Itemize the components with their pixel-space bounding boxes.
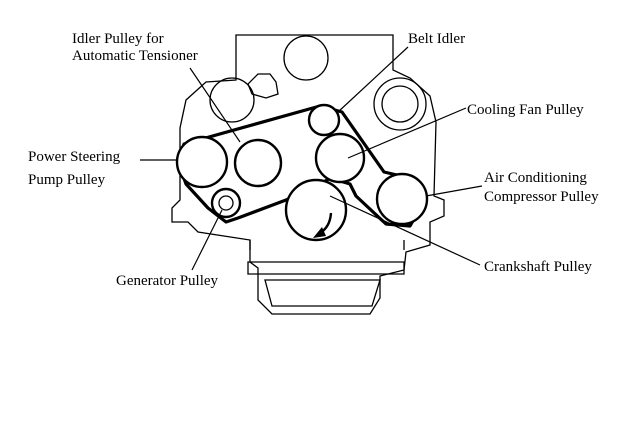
- air-conditioning-compressor-pulley: [375, 172, 429, 226]
- engine-outline: [171, 34, 445, 315]
- leader-lines: [140, 46, 483, 271]
- generator-pulley-hub: [218, 195, 234, 211]
- label-power-steering-line1: Power Steering: [28, 149, 121, 165]
- belt-idler-pulley: [307, 103, 341, 137]
- label-idler-pulley-line1: Idler Pulley for: [72, 31, 164, 47]
- label-idler-pulley-line2: Automatic Tensioner: [72, 48, 198, 64]
- crankshaft-pulley: [284, 178, 348, 242]
- label-power-steering-line2: Pump Pulley: [28, 172, 106, 188]
- generator-pulley: [210, 187, 242, 219]
- label-belt-idler: Belt Idler: [408, 31, 465, 47]
- idler-pulley-automatic-tensioner: [233, 138, 283, 188]
- cooling-fan-pulley: [314, 132, 366, 184]
- label-crankshaft-pulley: Crankshaft Pulley: [484, 259, 592, 275]
- label-air-conditioning-line1: Air Conditioning: [484, 170, 587, 186]
- label-generator-pulley: Generator Pulley: [116, 273, 219, 289]
- power-steering-pump-pulley: [175, 135, 229, 189]
- rotation-arrow-icon: [313, 212, 333, 238]
- label-air-conditioning-line2: Compressor Pulley: [484, 189, 599, 205]
- label-cooling-fan-pulley: Cooling Fan Pulley: [467, 102, 584, 118]
- drive-belt: [176, 104, 427, 228]
